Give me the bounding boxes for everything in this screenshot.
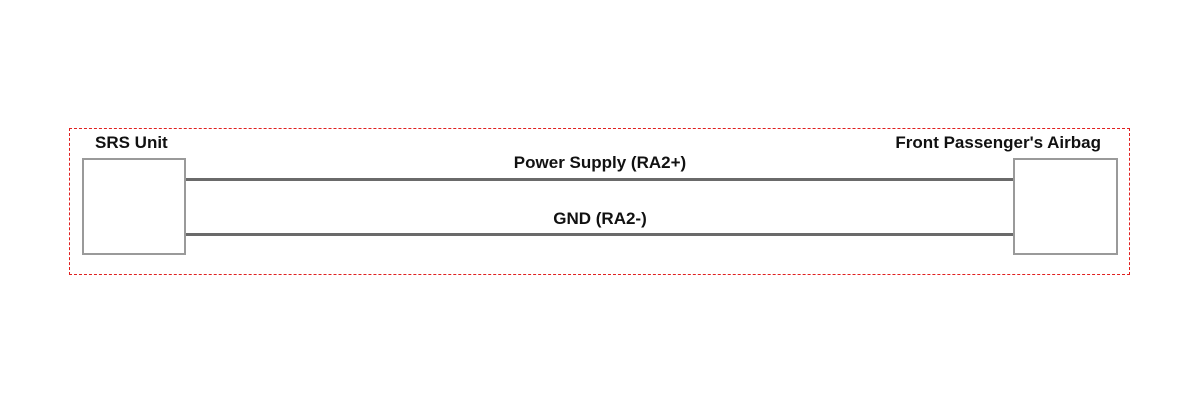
ground-label: GND (RA2-)	[553, 209, 647, 228]
front-passenger-airbag-label: Front Passenger's Airbag	[895, 133, 1101, 152]
power-supply-label: Power Supply (RA2+)	[513, 153, 687, 172]
power-supply-wire	[186, 178, 1013, 181]
srs-unit-label: SRS Unit	[95, 133, 168, 152]
ground-wire	[186, 233, 1013, 236]
front-passenger-airbag-box	[1013, 158, 1118, 255]
srs-unit-box	[82, 158, 186, 255]
circuit-boundary-frame	[69, 128, 1130, 275]
